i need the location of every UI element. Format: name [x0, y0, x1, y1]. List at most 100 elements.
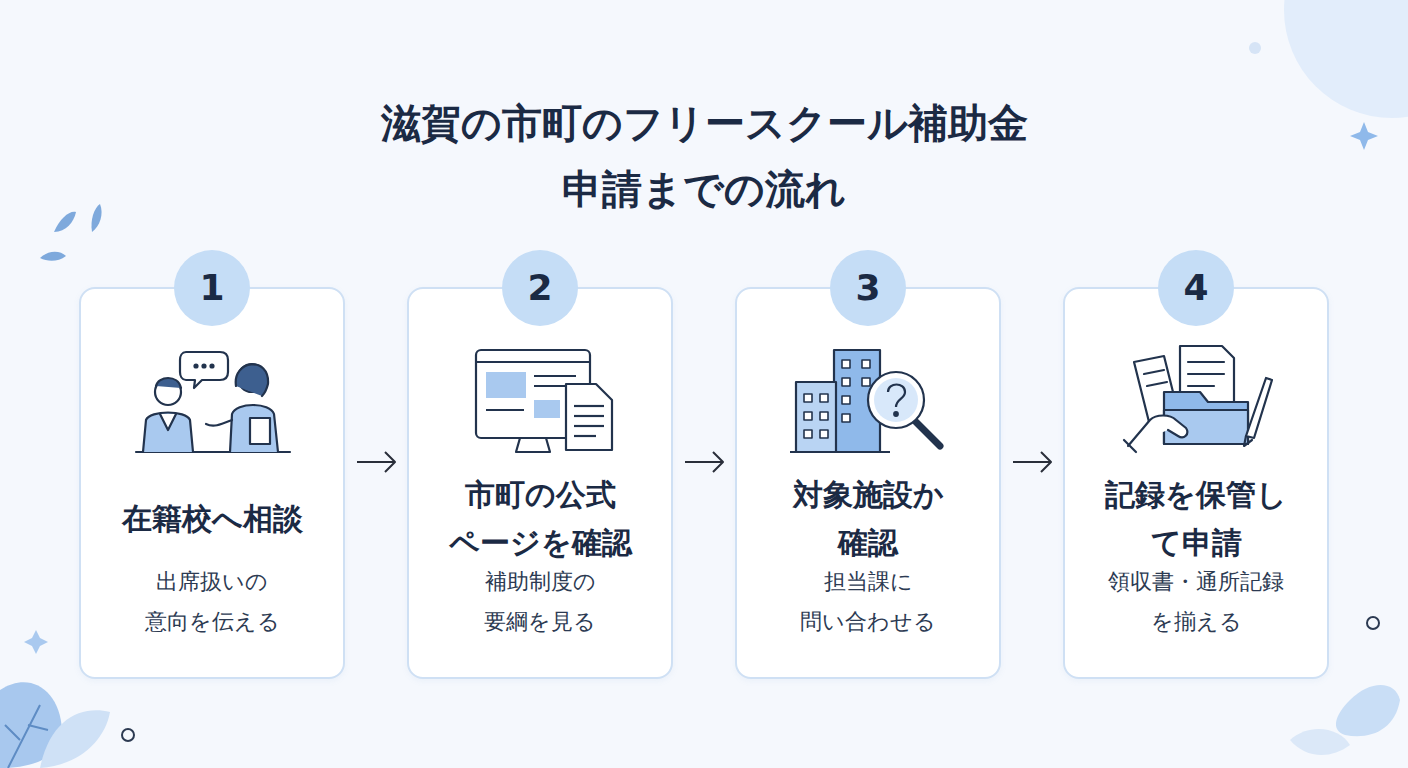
icon-shape	[534, 400, 560, 418]
blob	[1290, 729, 1350, 755]
icon-shape	[804, 430, 812, 438]
records-icon	[1124, 346, 1272, 452]
icon-shape	[1144, 370, 1164, 374]
icon-shape	[180, 352, 228, 388]
icon-shape	[888, 385, 905, 408]
corner-circle	[1284, 0, 1408, 118]
icon-shape	[1188, 385, 1214, 387]
arrow-shaft	[685, 461, 723, 463]
icon-shape	[804, 394, 812, 402]
icon-shape	[1164, 410, 1248, 444]
icon-shape	[804, 412, 812, 420]
icon-shape	[1244, 436, 1252, 446]
icon-shape	[820, 394, 828, 402]
text-area: 出席扱いの 意向を伝える	[81, 563, 343, 641]
icon-shape	[206, 420, 232, 426]
icon-shape	[534, 375, 576, 377]
sparkle	[24, 630, 48, 654]
icon-shape	[862, 378, 870, 386]
step-description: 担当課に 問い合わせる	[773, 562, 963, 642]
icon-shape	[874, 378, 918, 422]
icon-shape	[574, 425, 604, 427]
icon-shape	[236, 364, 268, 396]
text-area: 対象施設か 確認	[737, 467, 999, 571]
leaf	[0, 682, 62, 768]
icon-shape	[136, 451, 290, 453]
icon-shape	[250, 418, 270, 444]
step-heading: 対象施設か 確認	[768, 471, 968, 567]
step-card: 4記録を保管し て申請領収書・通所記録 を揃える	[1063, 287, 1329, 679]
text-area: 担当課に 問い合わせる	[737, 563, 999, 641]
icon-shape	[1164, 392, 1248, 444]
icon-shape	[155, 379, 181, 405]
step-card: 2市町の公式 ページを確認補助制度の 要綱を見る	[407, 287, 673, 679]
flow-arrow	[685, 452, 723, 472]
icon-shape	[1246, 378, 1272, 438]
icon-shape	[1134, 356, 1180, 426]
office-search-icon	[790, 350, 940, 452]
icon-shape	[842, 360, 850, 368]
icon-shape	[156, 378, 181, 388]
consult-icon	[136, 352, 290, 452]
icon-shape	[1147, 382, 1167, 386]
blob	[1336, 685, 1400, 736]
icon-shape	[790, 451, 890, 453]
icon-shape	[476, 361, 590, 363]
icon-shape	[486, 409, 524, 411]
icon-shape	[1188, 361, 1224, 363]
icon-shape	[1128, 416, 1187, 447]
icon-shape	[566, 384, 612, 450]
icon-shape	[195, 365, 198, 368]
step-heading: 市町の公式 ページを確認	[440, 471, 640, 567]
icon-shape	[1188, 373, 1224, 375]
icon-shape	[894, 412, 898, 416]
icon-shape	[804, 360, 870, 438]
icon-shape	[534, 385, 576, 387]
icon-shape	[842, 378, 850, 386]
step-number: 2	[502, 250, 578, 326]
webpage-icon	[476, 350, 612, 452]
icon-shape	[160, 414, 176, 430]
step-description: 領収書・通所記録 を揃える	[1101, 562, 1291, 642]
sparkle	[1350, 122, 1378, 150]
step-card: 3対象施設か 確認担当課に 問い合わせる	[735, 287, 1001, 679]
arrow-shaft	[1013, 461, 1051, 463]
icon-shape	[1180, 346, 1234, 408]
icon-shape	[211, 365, 214, 368]
diagram-title: 滋賀の市町のフリースクール補助金 申請までの流れ	[324, 90, 1084, 222]
icon-shape	[516, 438, 550, 452]
step-number: 1	[174, 250, 250, 326]
icon-shape	[820, 430, 828, 438]
leaf-vein	[5, 705, 48, 768]
icon-shape	[916, 422, 940, 446]
text-area: 補助制度の 要綱を見る	[409, 563, 671, 641]
icon-shape	[476, 350, 590, 438]
arrow-head	[1041, 452, 1051, 472]
icon-shape	[1124, 440, 1136, 452]
step-number: 4	[1158, 250, 1234, 326]
text-area: 在籍校へ相談	[81, 467, 343, 571]
leaf	[91, 204, 101, 232]
step-description: 出席扱いの 意向を伝える	[117, 562, 307, 642]
icon-shape	[143, 413, 193, 453]
leaf	[54, 212, 76, 232]
leaf	[40, 710, 110, 768]
icon-shape	[868, 372, 924, 428]
icon-shape	[203, 365, 206, 368]
flow-arrow	[357, 452, 395, 472]
text-area: 市町の公式 ページを確認	[409, 467, 671, 571]
icon-shape	[842, 396, 850, 404]
ring	[122, 729, 134, 741]
icon-shape	[842, 414, 850, 422]
icon-shape	[796, 382, 836, 452]
dot	[1249, 42, 1261, 54]
step-heading: 記録を保管し て申請	[1096, 471, 1296, 567]
icon-shape	[574, 415, 604, 417]
step-description: 補助制度の 要綱を見る	[445, 562, 635, 642]
step-number: 3	[830, 250, 906, 326]
text-area: 記録を保管し て申請	[1065, 467, 1327, 571]
icon-shape	[834, 350, 880, 452]
icon-shape	[230, 405, 278, 452]
icon-shape	[574, 405, 604, 407]
